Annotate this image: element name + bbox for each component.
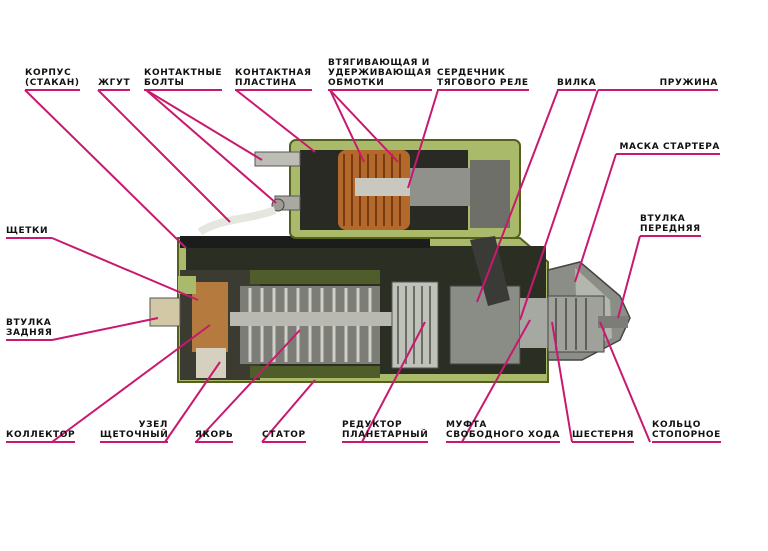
label-vtulka-perednyaya: ВТУЛКА ПЕРЕДНЯЯ: [640, 214, 701, 237]
solenoid: [289, 139, 521, 239]
leader-lines: [24, 89, 651, 443]
label-zhgut: ЖГУТ: [98, 78, 131, 91]
label-reduktor: РЕДУКТОР ПЛАНЕТАРНЫЙ: [342, 420, 429, 443]
label-vilka: ВИЛКА: [557, 78, 597, 91]
leader-yakor: [195, 329, 301, 443]
label-korpus-line1: КОРПУС: [25, 68, 72, 78]
leader-koltso: [599, 321, 651, 443]
label-shchetki: ЩЕТКИ: [6, 226, 52, 239]
label-koltso: КОЛЬЦО СТОПОРНОЕ: [652, 420, 721, 443]
label-uzel: УЗЕЛ ЩЕТОЧНЫЙ: [100, 420, 168, 443]
label-kollektor: КОЛЛЕКТОР: [6, 430, 76, 443]
pinion: [547, 295, 628, 353]
leader-kollektor: [51, 324, 211, 443]
label-korpus-line2: (СТАКАН): [25, 78, 80, 91]
planetary-gear: [391, 281, 439, 369]
leader-obmotki-1: [329, 89, 365, 163]
leader-shchetki: [51, 237, 199, 301]
leader-vtulka-zadnyaya: [51, 317, 159, 341]
label-kontaktnaya-plastina: КОНТАКТНАЯ ПЛАСТИНА: [235, 68, 312, 91]
leader-vtulka-perednyaya: [617, 235, 641, 319]
leader-serdechnik: [407, 89, 439, 189]
leader-stator: [261, 379, 316, 443]
leader-bolty-1: [145, 89, 263, 161]
label-yakor: ЯКОРЬ: [195, 430, 234, 443]
stator-magnet-bottom: [250, 366, 380, 378]
leader-uzel: [164, 361, 221, 443]
leader-pruzhina: [519, 89, 599, 321]
label-vtulka-zadnyaya: ВТУЛКА ЗАДНЯЯ: [6, 318, 52, 341]
label-korpus: КОРПУС (СТАКАН): [25, 68, 80, 91]
armature: [230, 286, 400, 364]
stator-magnet-top: [250, 270, 380, 284]
leader-reduktor: [361, 321, 426, 443]
label-obmotki: ВТЯГИВАЮЩАЯ И УДЕРЖИВАЮЩАЯ ОБМОТКИ: [328, 58, 432, 91]
label-pruzhina: ПРУЖИНА: [598, 78, 718, 91]
label-kontaktnye-bolty: КОНТАКТНЫЕ БОЛТЫ: [144, 68, 223, 91]
leader-zhgut: [97, 89, 231, 223]
leader-vilka: [476, 89, 559, 303]
leader-plastina: [235, 89, 316, 153]
label-maska: МАСКА СТАРТЕРА: [616, 142, 720, 155]
leader-korpus: [24, 89, 187, 249]
label-mufta: МУФТА СВОБОДНОГО ХОДА: [446, 420, 560, 443]
leader-shesternya: [551, 321, 573, 443]
leader-maska: [574, 153, 617, 283]
label-shesternya: ШЕСТЕРНЯ: [572, 430, 635, 443]
label-serdechnik: СЕРДЕЧНИК ТЯГОВОГО РЕЛЕ: [437, 68, 529, 91]
leader-mufta: [461, 319, 531, 443]
leader-bolty-2: [145, 89, 277, 204]
harness: [197, 206, 277, 236]
leader-obmotki-2: [329, 89, 399, 163]
label-stator: СТАТОР: [262, 430, 306, 443]
